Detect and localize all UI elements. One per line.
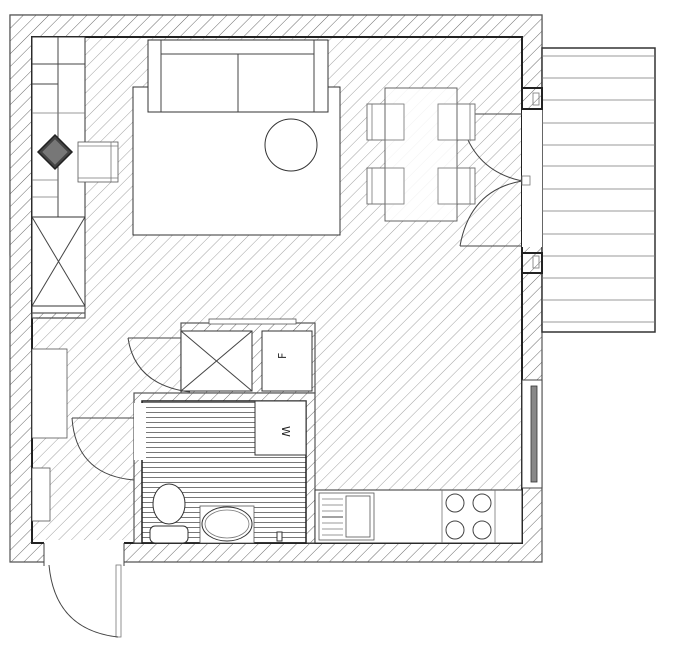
bathtub-sink <box>199 505 255 544</box>
coffee-table <box>264 118 318 172</box>
wardrobe-unit <box>31 36 86 314</box>
kitchen <box>314 489 523 544</box>
toilet <box>149 483 189 544</box>
washer <box>254 400 307 456</box>
entrance-door[interactable] <box>43 540 125 638</box>
balcony <box>541 47 656 333</box>
bench <box>31 467 51 522</box>
kitchen-sink <box>318 492 375 541</box>
closet-block: F <box>127 318 316 394</box>
shoe-cabinet <box>31 348 68 439</box>
laptop-icon <box>36 133 74 171</box>
washer-label: W <box>279 426 292 437</box>
floor-drain <box>276 531 283 542</box>
fridge-label: F <box>276 353 289 359</box>
hallway-partition <box>31 312 86 319</box>
sofa <box>147 39 329 113</box>
kitchen-window <box>521 379 543 489</box>
armchair <box>77 141 119 183</box>
fridge <box>261 330 313 392</box>
cooktop <box>441 490 496 543</box>
bathroom: W <box>71 392 316 544</box>
dining-set <box>366 87 476 222</box>
